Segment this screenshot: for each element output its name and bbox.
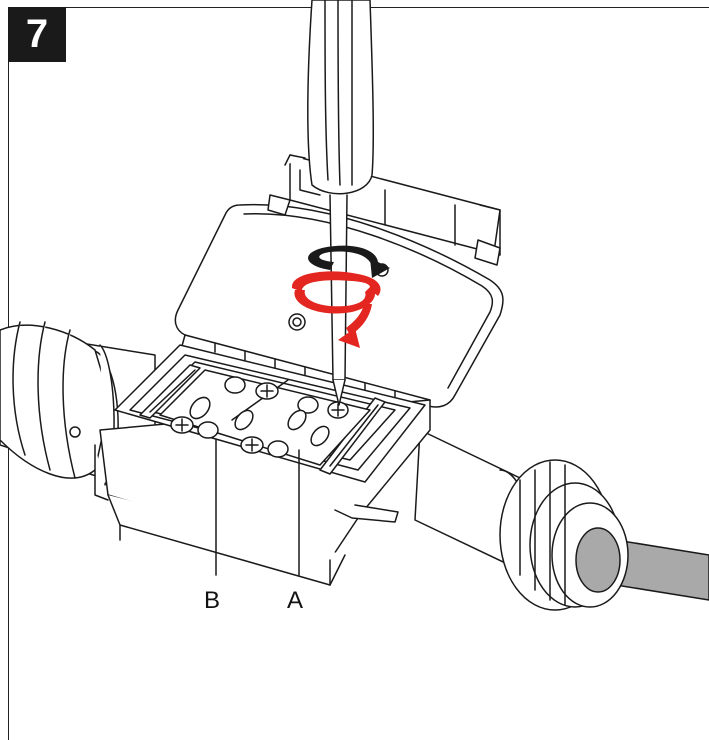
gland-nut-right: [499, 459, 629, 611]
label-a: A: [287, 587, 303, 614]
terminal-rail-left: [139, 364, 201, 419]
screwdriver-icon: [307, 0, 375, 406]
label-leaders: [215, 439, 300, 576]
terminal-insert: [159, 369, 371, 466]
rotate-arrow-icon: [291, 245, 390, 348]
step-number-badge: 7: [8, 7, 66, 62]
label-b: B: [204, 587, 220, 614]
